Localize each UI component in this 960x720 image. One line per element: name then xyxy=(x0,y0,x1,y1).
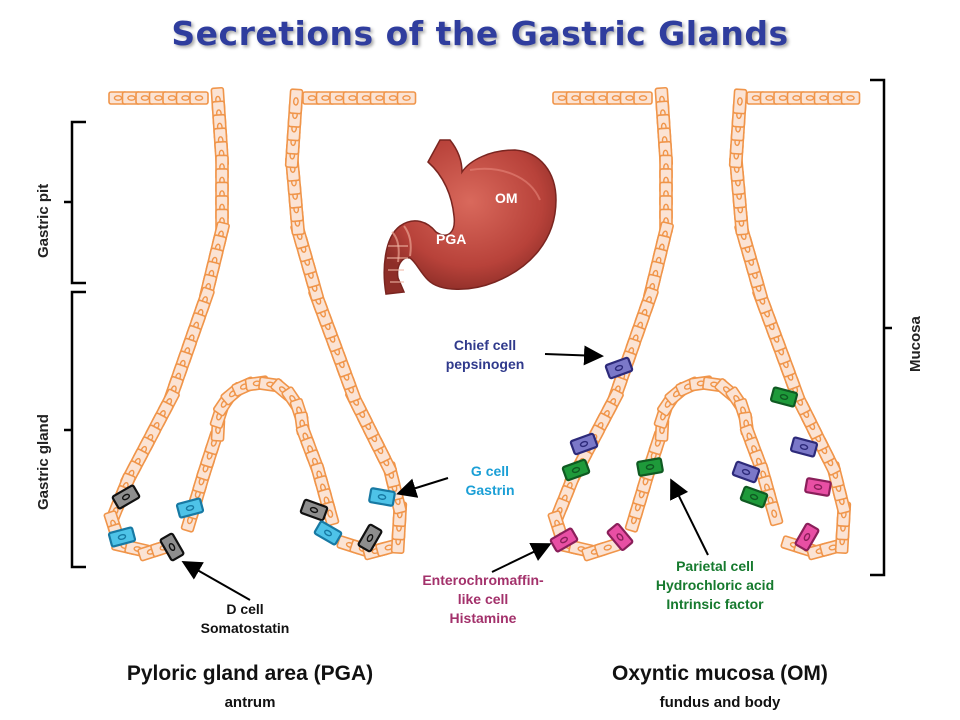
stomach-image: OM PGA xyxy=(383,139,557,295)
g-cell-label: G cell Gastrin xyxy=(440,462,540,500)
pga-gland xyxy=(103,86,417,562)
stomach-pga-label: PGA xyxy=(436,231,466,247)
chief-cell xyxy=(569,432,599,456)
om-section-title: Oxyntic mucosa (OM) xyxy=(612,662,828,685)
ecl-cell-secretion: Histamine xyxy=(449,610,517,626)
parietal-cell xyxy=(769,386,799,408)
d-cell-secretion: Somatostatin xyxy=(200,620,290,636)
chief-cell-secretion: pepsinogen xyxy=(445,356,525,372)
g-cell-arrow xyxy=(396,477,449,498)
d-cell xyxy=(111,484,141,510)
om-section-subtitle: fundus and body xyxy=(659,694,781,711)
parietal-cell-secretion-1: Hydrochloric acid xyxy=(655,577,775,593)
ecl-cell-arrow xyxy=(491,542,552,573)
pga-section-title: Pyloric gland area (PGA) xyxy=(126,662,374,685)
parietal-cell-label: Parietal cell Hydrochloric acid Intrinsi… xyxy=(615,557,815,614)
epithelial-cell xyxy=(288,88,304,115)
chief-cell-label: Chief cell pepsinogen xyxy=(420,336,550,374)
ecl-cell xyxy=(549,527,579,553)
epithelial-cell xyxy=(633,91,653,105)
gastric-pit-bracket xyxy=(64,120,86,285)
chief-cell xyxy=(731,460,761,484)
g-cell xyxy=(175,497,205,519)
ecl-cell xyxy=(794,522,820,552)
ecl-cell-name-1: Enterochromaffin- xyxy=(422,572,544,588)
parietal-cell xyxy=(739,485,769,509)
d-cell xyxy=(299,498,329,522)
d-cell-arrow xyxy=(181,561,251,601)
epithelial-cell xyxy=(189,91,209,105)
d-cell-label: D cell Somatostatin xyxy=(170,600,320,638)
chief-cell xyxy=(789,436,819,458)
mucosa-label: Mucosa xyxy=(907,316,924,372)
g-cell-name: G cell xyxy=(470,463,510,479)
chief-cell-name: Chief cell xyxy=(453,337,517,353)
gastric-pit-label: Gastric pit xyxy=(35,183,52,258)
page-title: Secretions of the Gastric Glands xyxy=(171,14,789,53)
epithelial-cell xyxy=(732,88,748,115)
gastric-gland-label: Gastric gland xyxy=(35,414,52,510)
d-cell xyxy=(357,523,383,553)
ecl-cell-label: Enterochromaffin- like cell Histamine xyxy=(398,571,568,628)
g-cell xyxy=(313,520,343,546)
parietal-cell xyxy=(561,458,591,482)
g-cell-secretion: Gastrin xyxy=(465,482,515,498)
ecl-cell-name-2: like cell xyxy=(457,591,509,607)
pga-section-subtitle: antrum xyxy=(224,694,276,711)
stomach-om-label: OM xyxy=(495,190,518,206)
chief-cell xyxy=(604,356,634,380)
parietal-cell-name: Parietal cell xyxy=(676,558,754,574)
parietal-cell-arrow xyxy=(670,478,709,556)
epithelial-cell xyxy=(765,501,784,527)
ecl-cell xyxy=(606,523,634,551)
d-cell-name: D cell xyxy=(226,601,264,617)
g-cell xyxy=(368,487,396,507)
g-cell xyxy=(107,526,137,548)
ecl-cell xyxy=(804,477,832,497)
d-cell xyxy=(159,532,185,562)
epithelial-cell xyxy=(840,91,861,105)
parietal-cell xyxy=(636,457,664,477)
om-gland xyxy=(547,86,861,562)
epithelial-cell xyxy=(396,91,417,105)
mucosa-bracket xyxy=(870,78,892,577)
parietal-cell-secretion-2: Intrinsic factor xyxy=(666,596,764,612)
gastric-gland-bracket xyxy=(64,290,86,569)
chief-cell-arrow xyxy=(544,345,604,366)
